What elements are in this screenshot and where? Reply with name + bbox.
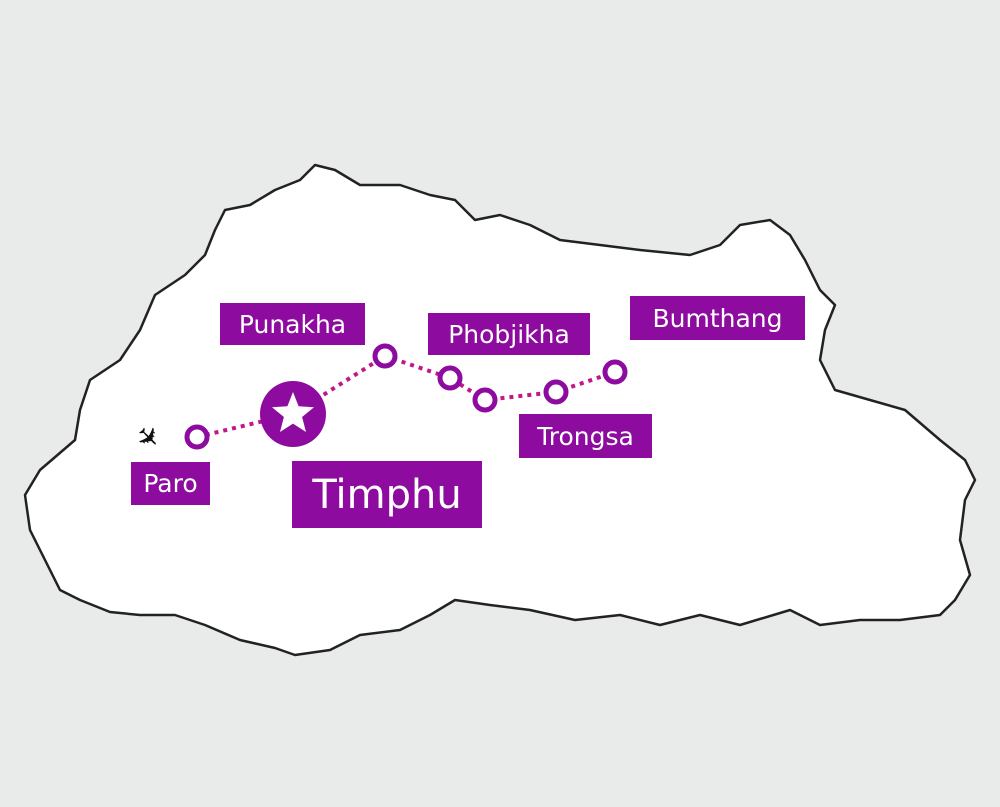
- label-phobjikha[interactable]: Phobjikha: [428, 313, 590, 355]
- label-timphu[interactable]: Timphu: [292, 461, 482, 528]
- label-trongsa[interactable]: Trongsa: [519, 414, 652, 458]
- stop-marker-phobjikha[interactable]: [437, 365, 463, 391]
- stop-marker-punakha[interactable]: [372, 343, 398, 369]
- label-paro[interactable]: Paro: [131, 462, 210, 505]
- country-outline: [23, 163, 977, 657]
- label-punakha[interactable]: Punakha: [220, 303, 365, 345]
- stop-marker-bumthang[interactable]: [602, 359, 628, 385]
- label-bumthang[interactable]: Bumthang: [630, 296, 805, 340]
- stop-marker-paro[interactable]: [184, 424, 210, 450]
- stop-marker-trongsa[interactable]: [543, 379, 569, 405]
- stop-marker-phobjikha-2[interactable]: [472, 387, 498, 413]
- star-icon: [272, 392, 314, 432]
